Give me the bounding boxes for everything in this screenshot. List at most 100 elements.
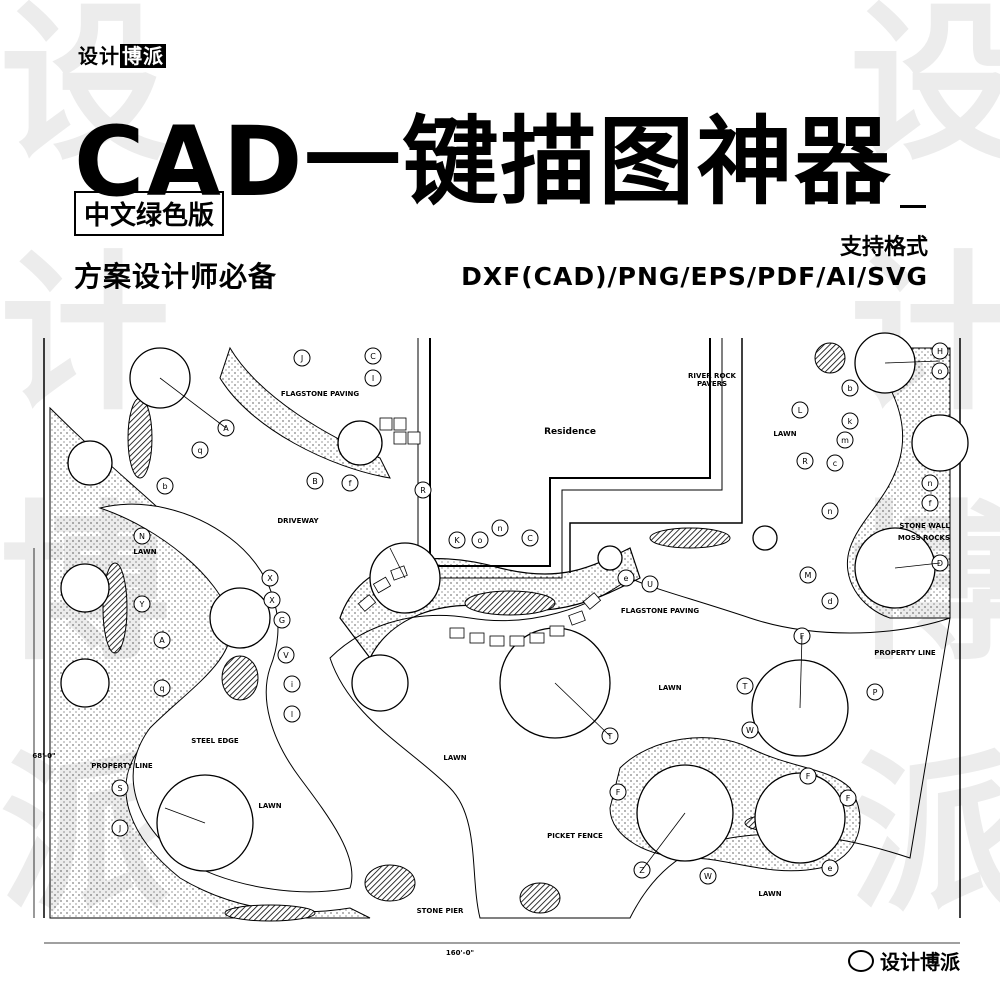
- tree-canopy: [337, 420, 383, 466]
- shrub-mass: [464, 590, 556, 616]
- label-lawn: LAWN: [658, 684, 681, 692]
- plant-tag-letter: b: [162, 482, 167, 491]
- label-steel-edge: STEEL EDGE: [191, 737, 239, 745]
- plant-tag: [836, 431, 854, 449]
- tree-canopy: [351, 654, 409, 712]
- plant-tag: [821, 859, 839, 877]
- plant-tag: [491, 519, 509, 537]
- label-dimension-v: 68'-0": [32, 752, 55, 760]
- plant-tag: [277, 646, 295, 664]
- plant-tag-letter: m: [841, 436, 849, 445]
- plant-tag-letter: e: [828, 864, 833, 873]
- residence-outline-outer: [569, 338, 743, 573]
- plant-tag: [156, 477, 174, 495]
- tree-canopy: [209, 587, 271, 649]
- plant-tag-letter: A: [159, 636, 165, 645]
- paving-stone: [549, 625, 565, 637]
- plant-tag: [293, 349, 311, 367]
- plant-tag: [261, 569, 279, 587]
- shrub-mass: [224, 904, 316, 922]
- plant-tag-letter: T: [742, 682, 748, 691]
- tree-canopy: [67, 440, 113, 486]
- shrub-mass: [127, 397, 153, 479]
- label-driveway: DRIVEWAY: [277, 517, 319, 525]
- plant-tag: [736, 677, 754, 695]
- paving-stone: [357, 594, 377, 612]
- label-flagstone-paving: FLAGSTONE PAVING: [281, 390, 360, 398]
- shrub-mass: [814, 342, 846, 374]
- plant-tag: [821, 502, 839, 520]
- plant-tag: [153, 631, 171, 649]
- plant-tag: [283, 705, 301, 723]
- plant-tag: [448, 531, 466, 549]
- plant-tag-letter: J: [118, 824, 121, 833]
- center-lawn-curve: [329, 577, 951, 919]
- plant-tag: [364, 369, 382, 387]
- plant-tag: [641, 575, 659, 593]
- plant-tag: [839, 789, 857, 807]
- tree-canopy: [60, 563, 110, 613]
- plant-tag: [821, 592, 839, 610]
- plant-tag-letter: n: [927, 479, 932, 488]
- plant-tag: [191, 441, 209, 459]
- plant-tag: [133, 595, 151, 613]
- plant-tag: [111, 819, 129, 837]
- plant-tag: [341, 474, 359, 492]
- plant-tag-letter: R: [420, 486, 426, 495]
- plant-tag-letter: n: [827, 507, 832, 516]
- plant-tag-letter: U: [647, 580, 653, 589]
- plant-tag-letter: X: [269, 596, 275, 605]
- plant-tag-letter: R: [802, 457, 808, 466]
- plant-tag-letter: F: [806, 772, 811, 781]
- plant-tag-letter: K: [454, 536, 460, 545]
- plant-tag: [741, 721, 759, 739]
- tree-canopy: [911, 414, 969, 472]
- label-stone-pier: STONE PIER: [417, 907, 464, 915]
- plant-tag-letter: C: [527, 534, 533, 543]
- formats-label: 支持格式: [839, 235, 928, 260]
- plant-tag: [617, 569, 635, 587]
- plant-tag-letter: H: [937, 347, 943, 356]
- paving-stone: [379, 417, 393, 431]
- plant-tag-letter: q: [197, 446, 202, 455]
- plant-tag-letter: W: [704, 872, 712, 881]
- plant-tag: [799, 767, 817, 785]
- formats-list: DXF(CAD)/PNG/EPS/PDF/AI/SVG: [461, 262, 928, 291]
- watermark-char: 设: [0, 0, 171, 184]
- plant-tag: [364, 347, 382, 365]
- label-stone-wall: STONE WALL: [899, 522, 950, 530]
- plant-tag: [866, 683, 884, 701]
- plant-tag-letter: S: [117, 784, 122, 793]
- plant-tag: [791, 401, 809, 419]
- shrub-mass: [364, 864, 416, 902]
- plant-tag: [699, 867, 717, 885]
- plant-tag-letter: o: [478, 536, 483, 545]
- paving-stone: [372, 576, 392, 594]
- watermark-char: 设: [849, 0, 1000, 184]
- plant-tag: [931, 342, 949, 360]
- shrub-mass: [221, 655, 259, 701]
- wechat-account: 设计博派: [848, 946, 960, 975]
- paving-stone: [469, 632, 485, 644]
- plant-tag: [609, 783, 627, 801]
- plant-tag: [799, 566, 817, 584]
- plant-tag-letter: X: [267, 574, 273, 583]
- label-dimension-h: 160'-0": [446, 949, 474, 957]
- plant-tag-letter: V: [283, 651, 289, 660]
- plant-tag-letter: F: [616, 788, 621, 797]
- tree-canopy: [754, 772, 846, 864]
- plant-tag: [133, 527, 151, 545]
- label-lawn: LAWN: [133, 548, 156, 556]
- label-residence: Residence: [544, 427, 596, 437]
- label-property-line: PROPERTY LINE: [874, 649, 936, 657]
- shrub-mass: [519, 882, 561, 914]
- plant-tag-letter: q: [159, 684, 164, 693]
- tree-canopy: [60, 658, 110, 708]
- watermark-char: 派: [849, 736, 1000, 934]
- paving-stone: [393, 431, 407, 445]
- label-lawn: LAWN: [443, 754, 466, 762]
- label-lawn: LAWN: [773, 430, 796, 438]
- plant-tag-letter: J: [300, 354, 303, 363]
- brand-text-2: 博派: [120, 44, 166, 68]
- plant-tag-letter: B: [312, 477, 318, 486]
